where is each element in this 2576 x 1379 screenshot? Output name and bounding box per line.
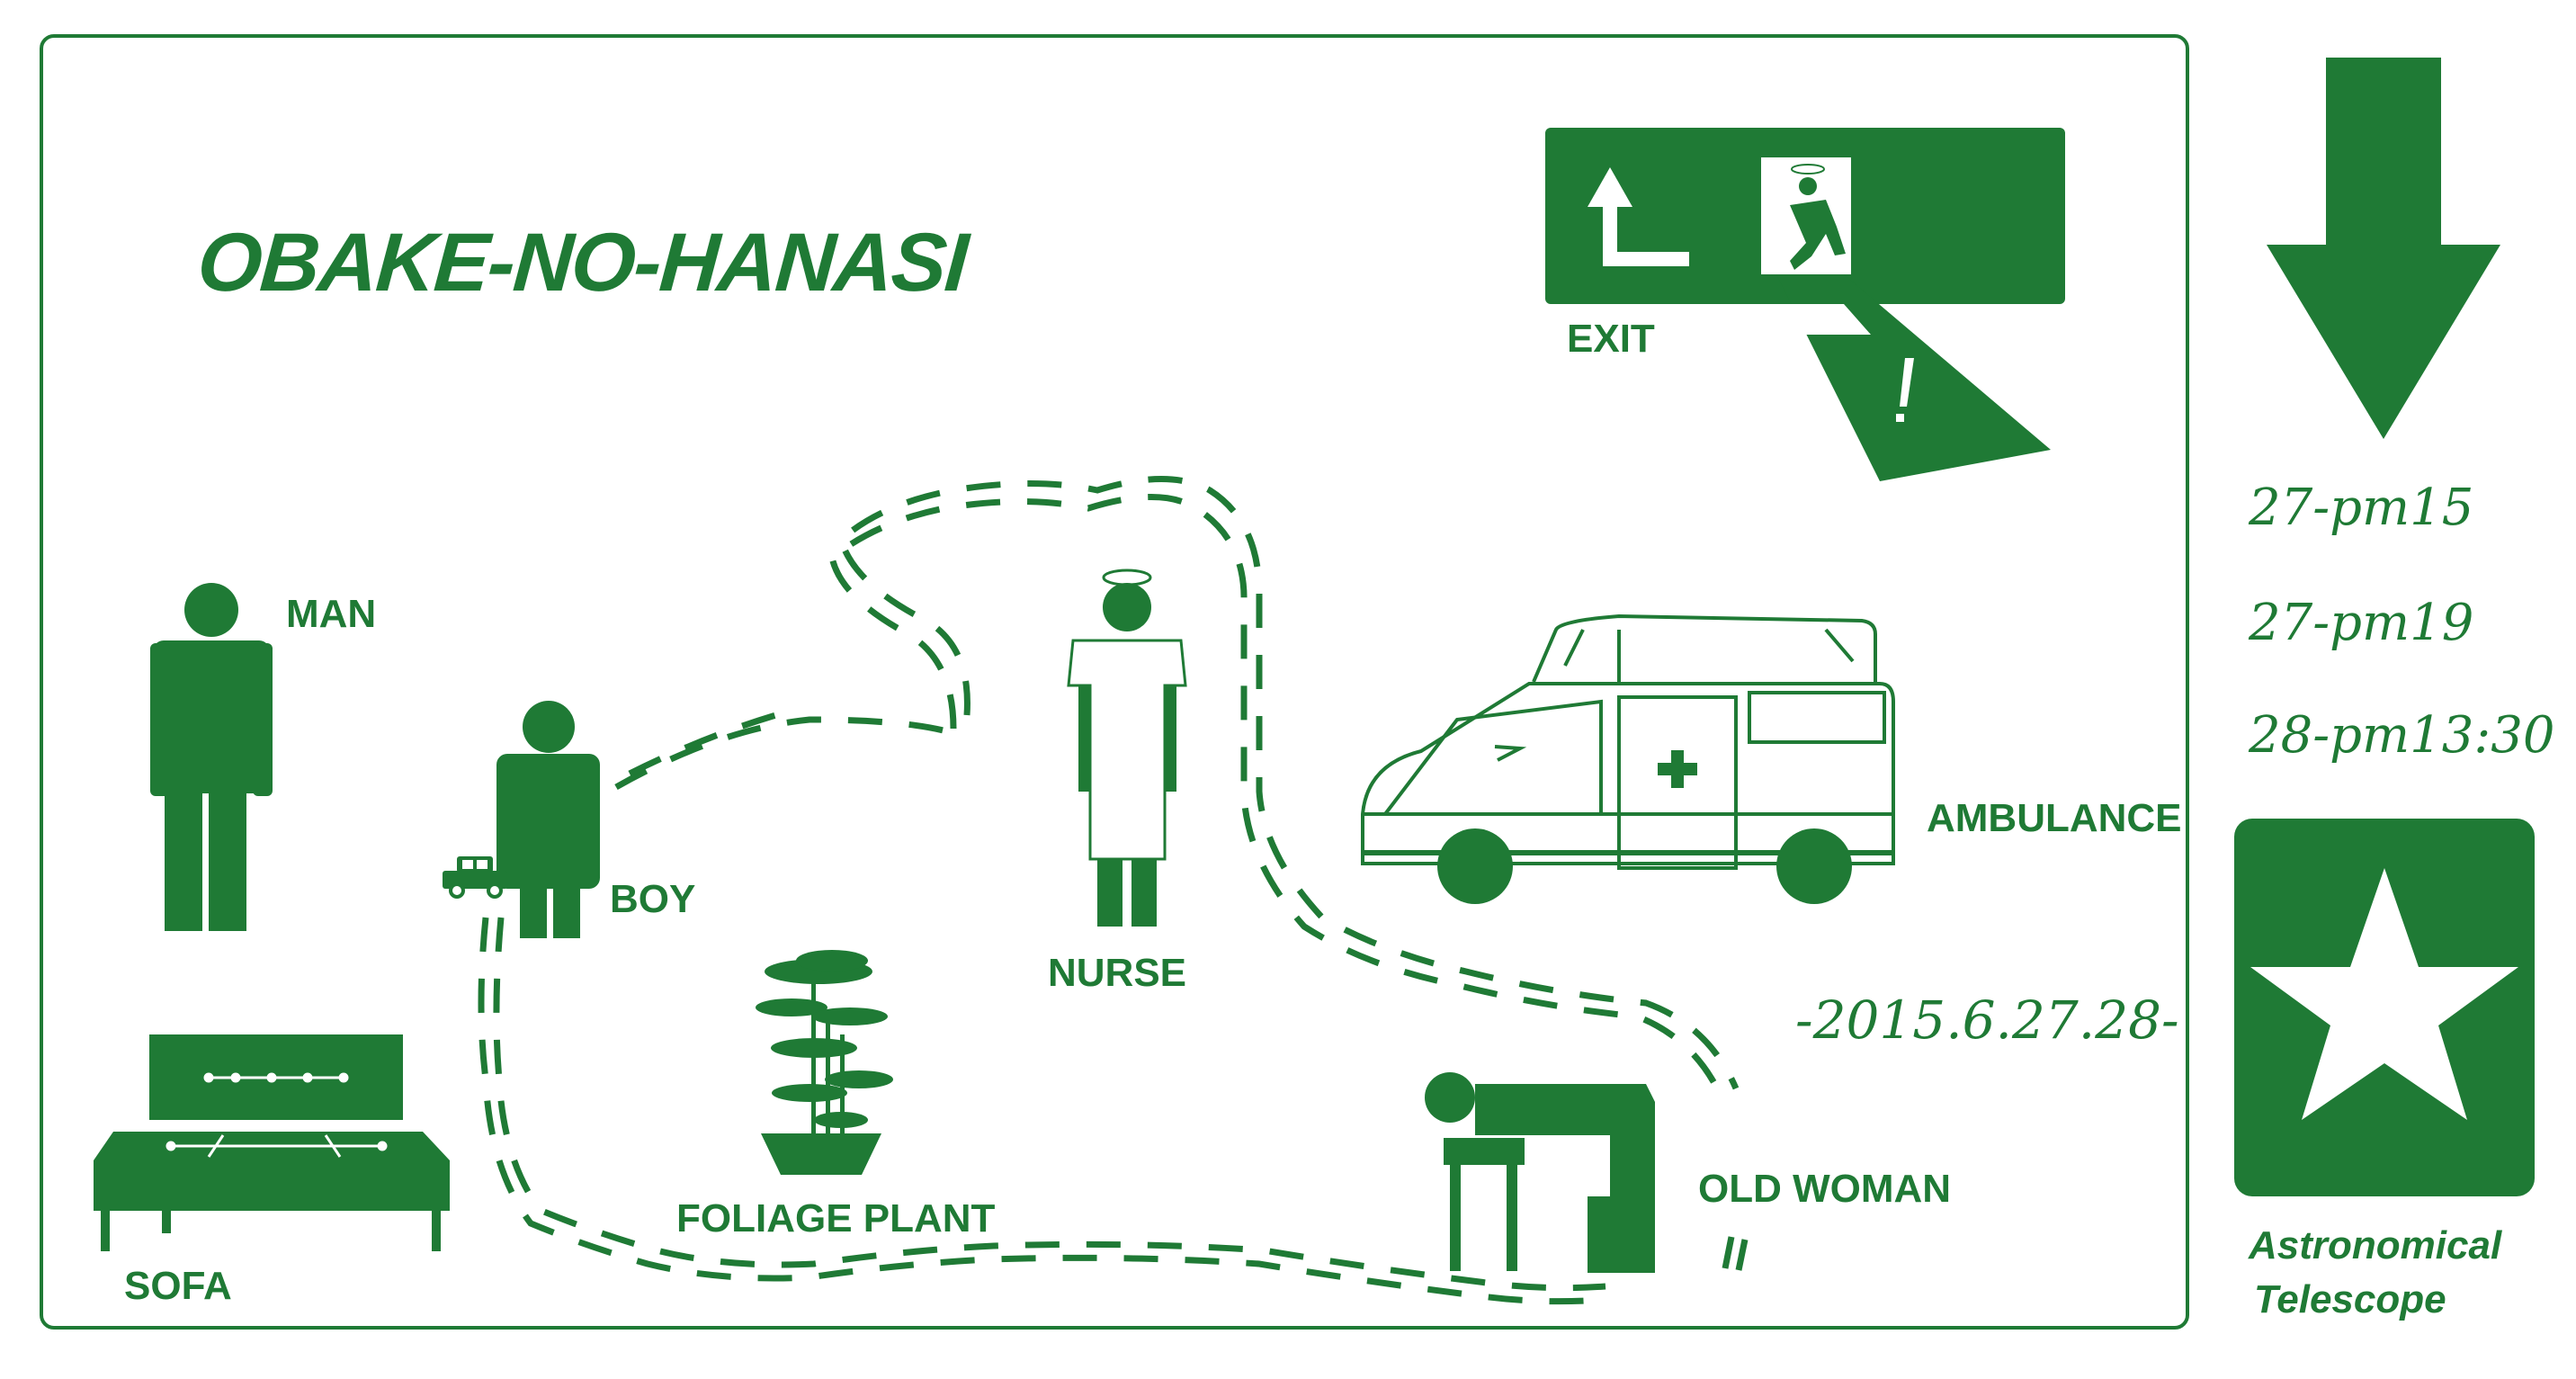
exit-sign-icon [1545,128,2065,481]
telescope-label-line1: Astronomical [2249,1223,2502,1267]
timeline-item-3: 28-pm13:30 [2249,706,2555,765]
down-arrow-icon [2267,58,2500,439]
date-range: -2015.6.27.28- [1795,989,2179,1051]
nurse-label: NURSE [1048,951,1187,995]
man-label: MAN [286,592,377,636]
exit-label: EXIT [1567,317,1655,361]
timeline-item-2: 27-pm19 [2249,594,2474,652]
telescope-label-line2: Telescope [2254,1277,2446,1321]
old-woman-label: OLD WOMAN [1698,1167,1952,1211]
man-icon [150,583,273,931]
nurse-icon [1067,569,1187,927]
main-frame [40,34,2189,1330]
ambulance-details [1363,750,1893,904]
ambulance-icon [1361,613,1895,870]
old-woman-icon [1425,1072,1655,1273]
footprint-trail [478,476,1749,1305]
foliage-plant-icon [756,950,893,1175]
boy-label: BOY [610,877,696,921]
boy-icon [496,701,600,938]
page-title: OBAKE-NO-HANASI [194,217,970,309]
timeline-item-1: 27-pm15 [2249,479,2474,537]
star-icon [2234,819,2535,1196]
toy-car-icon [443,856,507,899]
ambulance-label: AMBULANCE [1927,796,2182,840]
sofa-label: SOFA [124,1264,232,1308]
foliage-plant-label: FOLIAGE PLANT [676,1196,996,1240]
sofa-icon [94,1034,450,1251]
